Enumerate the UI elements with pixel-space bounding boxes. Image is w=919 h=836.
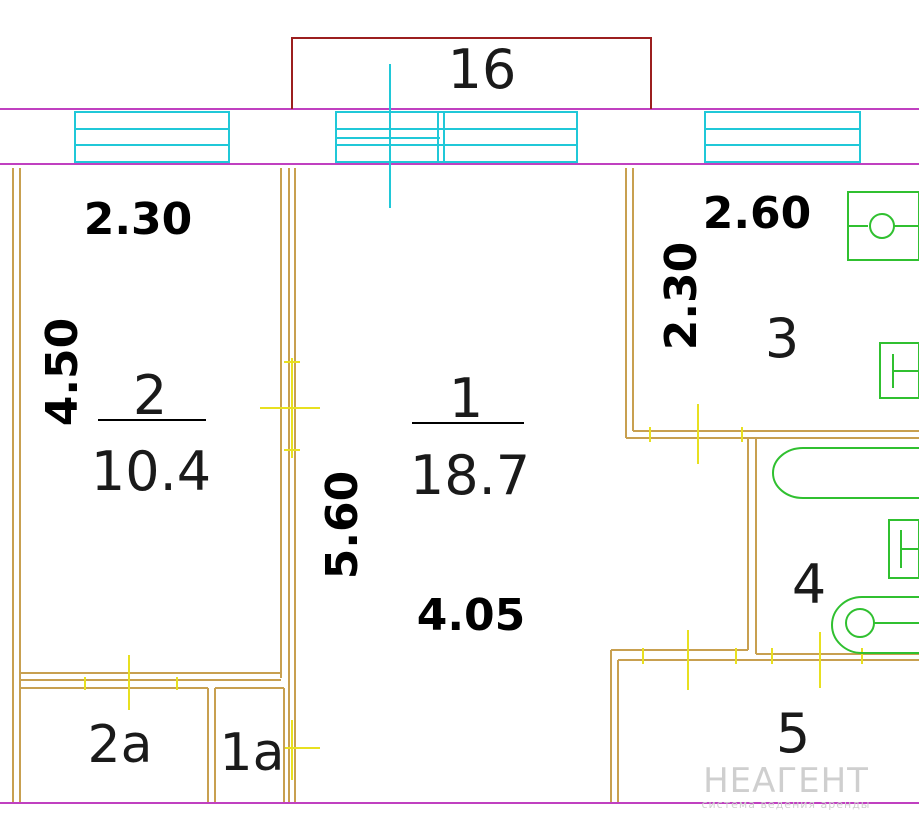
watermark-subtitle: система ведения аренды <box>701 798 870 811</box>
toilet-fixture <box>879 342 919 399</box>
room-3-label: 3 <box>765 307 799 370</box>
watermark: НЕАГЕНТ система ведения аренды <box>701 761 870 811</box>
room-1a-label: 1a <box>220 723 285 783</box>
room-2-width-dimension: 2.30 <box>84 194 193 245</box>
bathtub-fixture <box>772 447 919 499</box>
bath-sink-fixture <box>888 519 919 579</box>
window-room-3 <box>704 111 861 163</box>
sink-fixture <box>847 191 919 261</box>
balcony-label: 16 <box>448 38 517 101</box>
room-1-number: 1 <box>449 367 483 430</box>
window-room-2 <box>74 111 230 163</box>
room-1-area: 18.7 <box>410 444 530 507</box>
room-2a-label: 2a <box>88 715 153 775</box>
balcony-door <box>336 64 440 208</box>
room-2-length-dimension: 4.50 <box>37 318 88 427</box>
exterior-wall <box>0 108 919 804</box>
room-3-width-dimension: 2.60 <box>703 188 812 239</box>
interior-walls <box>12 168 919 802</box>
balcony-outline <box>291 37 652 109</box>
room-2-number: 2 <box>133 364 167 427</box>
room-1-width-dimension: 4.05 <box>417 590 526 641</box>
room-5-label: 5 <box>776 702 810 765</box>
room-2-area: 10.4 <box>91 440 211 503</box>
watermark-title: НЕАГЕНТ <box>703 761 869 801</box>
room-1-length-dimension: 5.60 <box>317 471 368 580</box>
washbasin-fixture <box>831 596 919 654</box>
room-2-label: 2 10.4 <box>91 364 211 503</box>
door-markers <box>84 358 863 780</box>
room-3-length-dimension: 2.30 <box>656 242 707 351</box>
room-1-label: 1 18.7 <box>410 367 530 507</box>
room-4-label: 4 <box>792 553 826 616</box>
